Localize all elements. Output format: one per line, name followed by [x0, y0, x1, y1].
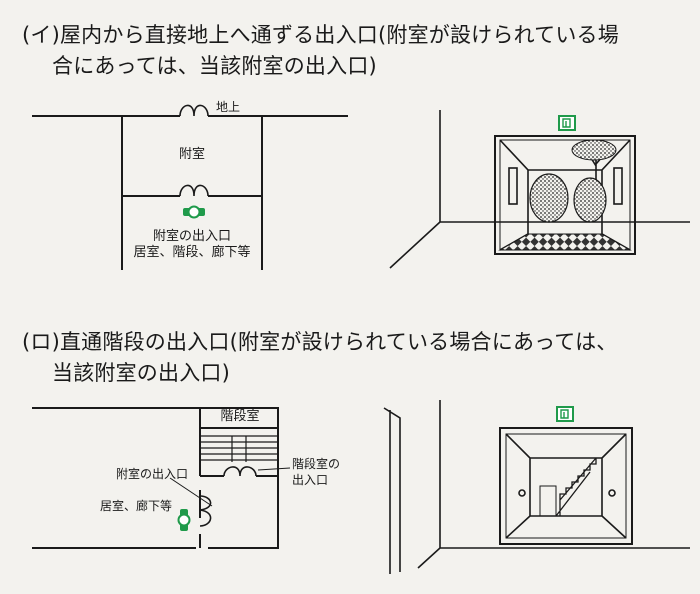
- label-anteroom-exit-b: 附室の出入口: [116, 466, 188, 481]
- heading-section-b-line2: 当該附室の出入口): [52, 361, 230, 385]
- emergency-exit-sign-b: [556, 406, 574, 422]
- label-stair-exit-line2: 出入口: [292, 473, 328, 487]
- tree-left-icon: [529, 173, 569, 223]
- staircase-b: [555, 457, 597, 517]
- door-frame-inner-b: [505, 433, 627, 539]
- corridor-window-b: [613, 167, 623, 205]
- checker-floor-a: [498, 233, 632, 251]
- floor-plan-b: [32, 407, 291, 549]
- side-wall-b: [383, 407, 401, 574]
- label-rooms-b: 居室、廊下等: [100, 498, 172, 513]
- perspective-b: [383, 400, 690, 574]
- label-stair-room: 階段室: [220, 408, 259, 424]
- heading-section-a-line2: 合にあっては、当該附室の出入口): [52, 54, 377, 78]
- heading-section-b-line1: (ロ)直通階段の出入口(附室が設けられている場合にあっては、: [22, 330, 618, 354]
- outer-wall-b: [32, 407, 279, 549]
- door-knob-right-b: [608, 489, 616, 497]
- door-knob-left-b: [518, 489, 526, 497]
- exit-light-icon-b: [177, 509, 191, 531]
- door-ground-a: [179, 104, 209, 117]
- label-exit-a-line1: 附室の出入口: [153, 228, 231, 244]
- label-anteroom-a: 附室: [179, 146, 205, 162]
- corridor-walls-b: [505, 433, 627, 539]
- emergency-exit-sign-a: [558, 115, 576, 131]
- door-anteroom-b: [199, 495, 212, 527]
- exit-light-icon: [183, 205, 205, 219]
- heading-section-b: (ロ)直通階段の出入口(附室が設けられている場合にあっては、 当該附室の出入口): [22, 327, 617, 389]
- door-frame-outer-b: [499, 427, 633, 545]
- leader-line-stair: [257, 467, 291, 471]
- heading-section-a-line1: (イ)屋内から直接地上へ通ずる出入口(附室が設けられている場: [22, 23, 619, 47]
- label-stair-exit-line1: 階段室の: [292, 456, 340, 471]
- door-anteroom-a: [179, 184, 209, 197]
- floor-plan-a: [32, 104, 348, 270]
- heading-section-a: (イ)屋内から直接地上へ通ずる出入口(附室が設けられている場 合にあっては、当該…: [22, 20, 619, 82]
- stair-opening-b: [539, 485, 557, 517]
- door-frame-outer-a: [494, 135, 636, 255]
- corridor-window-a: [508, 167, 518, 205]
- label-ground: 地上: [216, 100, 240, 114]
- stair-divider-b: [231, 436, 247, 462]
- room-edges-b: [417, 400, 690, 569]
- stair-treads-b: [200, 435, 278, 461]
- room-edges-a: [389, 110, 690, 269]
- tree-right-icon: [571, 139, 617, 223]
- anteroom-walls-b: [199, 475, 278, 548]
- perspective-a: [389, 110, 690, 269]
- door-stair-b: [223, 466, 257, 477]
- label-exit-a-line2: 居室、階段、廊下等: [133, 244, 250, 260]
- anteroom-walls-a: [121, 116, 263, 270]
- leader-line-anteroom: [169, 477, 213, 507]
